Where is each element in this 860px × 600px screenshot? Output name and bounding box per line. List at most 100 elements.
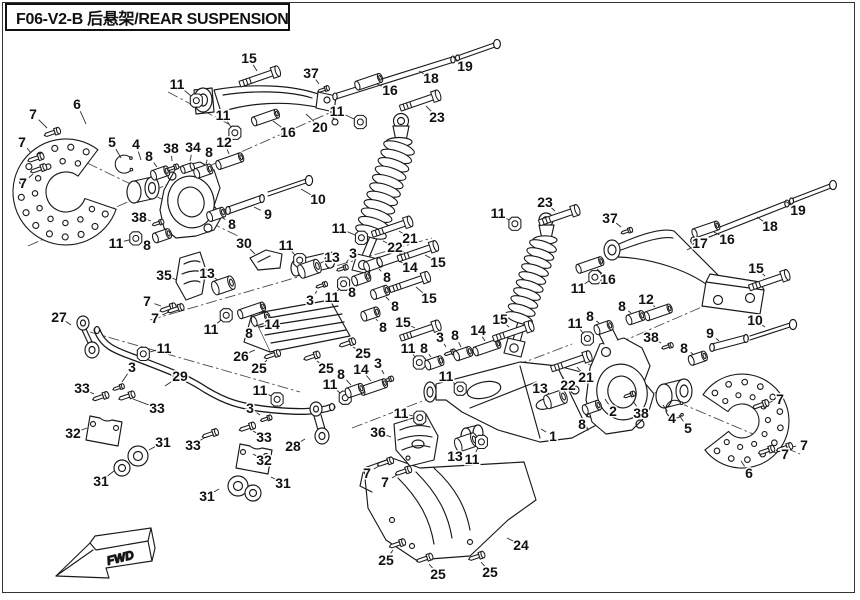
callout-label: 33	[149, 400, 165, 416]
callout-label: 33	[185, 437, 201, 453]
callout-label: 33	[74, 380, 90, 396]
leader-line	[137, 151, 142, 161]
callout-label: 7	[19, 175, 27, 191]
leader-line	[686, 246, 694, 251]
callout-label: 5	[684, 420, 692, 436]
callout-label: 3	[349, 245, 357, 261]
part-glyph-pin	[660, 341, 675, 352]
callout-label: 13	[447, 448, 463, 464]
callout-label: 8	[348, 284, 356, 300]
leader-line	[740, 460, 745, 467]
leader-line	[415, 286, 424, 294]
callout-label: 8	[618, 298, 626, 314]
callout-label: 12	[638, 291, 654, 307]
callout-label: 20	[312, 119, 328, 135]
callout-label: 13	[199, 265, 215, 281]
callout-label: 15	[748, 260, 764, 276]
leader-line	[628, 310, 632, 314]
part-glyph-bush	[451, 345, 475, 363]
part-glyph-nut	[580, 331, 594, 346]
callout-label: 3	[374, 355, 382, 371]
part-glyph-nut	[189, 93, 203, 108]
leader-line	[678, 414, 684, 422]
callout-label: 31	[155, 434, 171, 450]
callout-label: 1	[549, 428, 557, 444]
leader-line	[88, 391, 95, 395]
callout-label: 6	[73, 96, 81, 112]
callout-label: 11	[401, 340, 416, 356]
callout-label: 9	[706, 325, 714, 341]
right-linkage-rod	[709, 318, 798, 353]
callout-label: 3	[246, 400, 254, 416]
part-glyph-cring	[114, 154, 134, 174]
callout-label: 38	[633, 405, 649, 421]
part-glyph-screw	[117, 389, 137, 403]
leader-line	[376, 83, 383, 88]
part-glyph-sleeve	[471, 338, 503, 358]
leader-line	[79, 111, 87, 125]
leader-line	[596, 320, 600, 324]
callout-label: 3	[436, 329, 444, 345]
leader-line	[314, 290, 318, 294]
leader-line	[249, 248, 256, 255]
callout-label: 11	[571, 280, 586, 296]
leader-line	[222, 217, 226, 220]
leader-line	[227, 121, 232, 128]
leader-line	[270, 476, 277, 480]
callout-label: 8	[578, 416, 586, 432]
part-glyph-nut	[129, 231, 143, 246]
leader-line	[584, 280, 590, 285]
callout-label: 11	[279, 237, 294, 253]
leader-line	[408, 414, 414, 417]
leader-line	[80, 427, 88, 431]
leader-line	[252, 430, 258, 434]
part-glyph-nut	[354, 230, 368, 245]
part-glyph-pin	[111, 382, 126, 393]
callout-label: 14	[470, 322, 486, 338]
callout-label: 15	[430, 254, 446, 270]
right-hub-carrier	[585, 327, 655, 435]
callout-label: 16	[600, 271, 616, 287]
leader-line	[291, 250, 296, 256]
callout-label: 11	[323, 376, 338, 392]
callout-label: 31	[93, 473, 109, 489]
leader-line	[579, 328, 584, 334]
right-pivot-rod	[690, 179, 837, 245]
callout-label: 34	[185, 139, 201, 155]
leader-line	[182, 88, 192, 97]
part-glyph-nut	[219, 308, 233, 323]
leader-line	[121, 373, 128, 383]
leader-line	[248, 349, 256, 354]
callout-label: 8	[680, 340, 688, 356]
leader-line	[162, 311, 170, 316]
part-glyph-screw	[42, 126, 62, 140]
part-glyph-nut	[453, 381, 467, 396]
callout-label: 32	[65, 425, 81, 441]
leader-line	[171, 277, 178, 281]
leader-line	[252, 64, 258, 72]
left-pivot-rod	[332, 38, 501, 101]
callout-label: 11	[170, 76, 185, 92]
callout-label: 27	[51, 309, 67, 325]
leader-line	[375, 318, 379, 322]
callout-label: 23	[537, 194, 553, 210]
part-glyph-pin	[259, 414, 274, 424]
leader-line	[632, 400, 637, 407]
leader-line	[345, 259, 349, 264]
callout-label: 19	[457, 58, 473, 74]
part-glyph-nut	[353, 114, 367, 130]
part-glyph-nut	[413, 410, 427, 425]
leader-line	[153, 162, 158, 168]
part-glyph-pin	[619, 226, 634, 237]
leader-line	[412, 354, 416, 358]
leader-line	[715, 337, 720, 342]
leader-line	[506, 537, 515, 542]
leader-line	[391, 474, 398, 479]
leader-line	[418, 70, 425, 75]
part-glyph-bush	[368, 284, 392, 301]
stabilizer-bushings	[113, 445, 262, 502]
leader-line	[504, 216, 510, 221]
leader-line	[264, 359, 268, 363]
leader-line	[365, 374, 372, 382]
